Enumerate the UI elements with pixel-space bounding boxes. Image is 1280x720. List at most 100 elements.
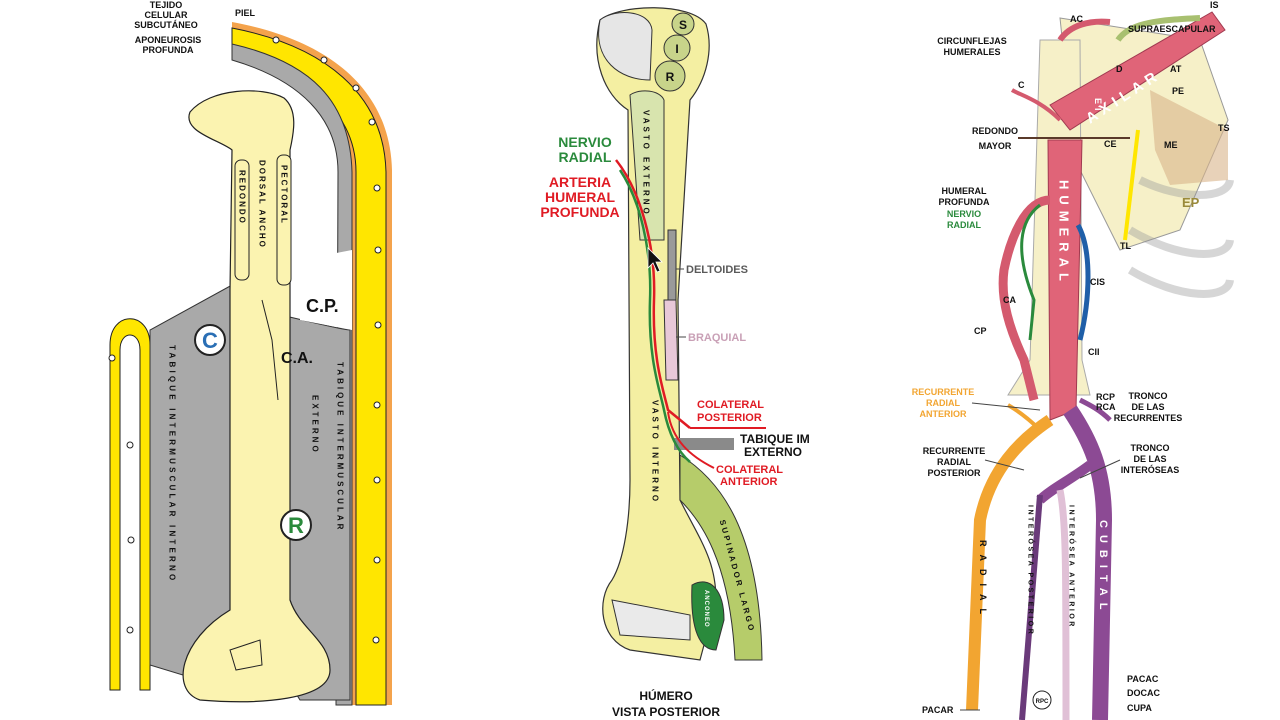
circunflex-branch	[1010, 88, 1062, 122]
rec-rad-ant-leader	[971, 402, 1041, 411]
left-fat-strip	[109, 318, 151, 691]
ei-vtext: EI	[1093, 98, 1103, 115]
panel-left-arm-section: C R TEJIDO CELULAR SUBCUTÁNEO PIEL APONE…	[108, 0, 392, 706]
panel-middle-humerus: S I R NERVIO RADIAL ARTERIA HUMERAL PROF…	[540, 7, 810, 719]
cp-right-label: CP	[974, 326, 987, 336]
me-region	[1150, 90, 1228, 185]
rca-label: RCA	[1096, 402, 1116, 412]
pacac-label: PACAC	[1127, 674, 1159, 684]
pacar-label: PACAR	[922, 705, 954, 715]
ac-label: AC	[1070, 14, 1083, 24]
tronco-int-label-2: DE LAS	[1133, 454, 1166, 464]
tl-nerve	[1123, 129, 1140, 241]
humeral-prof-label-2: PROFUNDA	[939, 197, 990, 207]
cupa-label: CUPA	[1127, 703, 1152, 713]
nervio-right-label-2: RADIAL	[947, 220, 981, 230]
r-circle	[654, 60, 686, 92]
braquial-strip	[663, 299, 679, 381]
cp-white-area	[300, 250, 352, 330]
ancoeno-muscle	[691, 581, 725, 651]
rec-rad-post-label-3: POSTERIOR	[927, 468, 981, 478]
panel-right-arteries: AC SUPRAESCAPULAR IS CIRCUNFLEJAS HUMERA…	[912, 0, 1234, 720]
rpc-circle	[1032, 690, 1052, 710]
supraescapular-label: SUPRAESCAPULAR	[1128, 24, 1216, 34]
cii-label: CII	[1088, 347, 1100, 357]
tejido-label-3: SUBCUTÁNEO	[134, 20, 198, 30]
tabique-ext-vtext: TABIQUE INTERMUSCULAR	[336, 362, 345, 532]
rec-rad-ant-label-3: ANTERIOR	[920, 409, 968, 419]
i-circle	[663, 34, 691, 62]
colateral-ant-label-1: COLATERAL	[716, 464, 783, 476]
docac-label: DOCAC	[1127, 688, 1160, 698]
vasto-ext-vtext: VASTO EXTERNO	[642, 110, 651, 217]
tabique-label-1: TABIQUE IM	[740, 432, 810, 446]
pectoral-strip	[276, 154, 292, 286]
i-letter: I	[675, 42, 678, 56]
ca-label: C.A.	[281, 350, 313, 367]
is-label: IS	[1210, 0, 1219, 10]
piel-label: PIEL	[235, 8, 256, 18]
externo-vtext: EXTERNO	[311, 395, 320, 455]
circle-c	[194, 324, 226, 356]
pe-label: PE	[1172, 86, 1184, 96]
tejido-label-1: TEJIDO	[150, 0, 183, 10]
nervio-right-label-1: NERVIO	[947, 209, 981, 219]
ep-label: EP	[1182, 195, 1200, 210]
rib-3	[1127, 266, 1234, 298]
left-fat-dots	[108, 354, 135, 634]
redondo-label-2: MAYOR	[979, 141, 1012, 151]
cp-label: C.P.	[306, 296, 339, 316]
fat-dots	[272, 36, 382, 644]
bone-fragment	[229, 639, 263, 671]
humeral-vtext: HUMERAL	[1057, 180, 1072, 287]
tabique-label-2: EXTERNO	[744, 445, 802, 459]
pectoral-vtext: PECTORAL	[280, 165, 289, 225]
tejido-label-2: CELULAR	[145, 10, 188, 20]
tronco-rec-label-3: RECURRENTES	[1114, 413, 1183, 423]
tabique-bar	[674, 438, 734, 450]
cis-vein	[1075, 223, 1091, 341]
redondo-vtext: REDONDO	[238, 170, 247, 225]
deep-humeral-branch	[998, 195, 1051, 402]
inter-ant-vtext: INTERÓSEA ANTERIOR	[1068, 505, 1077, 629]
colateral-ant-label-2: ANTERIOR	[720, 476, 778, 488]
me-label: ME	[1164, 140, 1178, 150]
braquial-label: BRAQUIAL	[688, 332, 746, 344]
vasto-int-vtext: VASTO INTERNO	[651, 400, 660, 504]
radial-vtext: RADIAL	[978, 540, 988, 622]
tronco-rec-label-1: TRONCO	[1129, 391, 1168, 401]
ac-branch	[1057, 18, 1111, 42]
deltoid-strip	[667, 229, 677, 301]
cursor-arrow-icon	[647, 247, 663, 273]
supraescapular-branch	[1115, 15, 1201, 42]
at-label: AT	[1170, 64, 1182, 74]
inter-post-vtext: INTERÓSEA POSTERIOR	[1027, 505, 1036, 636]
humerus-bone	[182, 90, 331, 703]
ce-label: CE	[1104, 139, 1117, 149]
tabique-int-vtext: TABIQUE INTERMUSCULAR INTERNO	[168, 345, 177, 583]
humeral-head	[598, 12, 653, 81]
circle-r	[280, 509, 312, 541]
rec-rad-post-leader	[984, 459, 1025, 471]
circunflejas-label-1: CIRCUNFLEJAS	[937, 36, 1007, 46]
axillary-artery	[1049, 11, 1226, 131]
rib-1	[1138, 176, 1234, 199]
c-label: C	[1018, 80, 1025, 90]
cubital-vtext: CUBITAL	[1097, 520, 1109, 616]
d-label: D	[1116, 64, 1123, 74]
aponeurosis-label-1: APONEUROSIS	[135, 35, 202, 45]
rec-rad-post-label-1: RECURRENTE	[923, 446, 986, 456]
r-letter: R	[666, 70, 675, 84]
circunflejas-label-2: HUMERALES	[943, 47, 1000, 57]
tl-label: TL	[1120, 241, 1131, 251]
humeral-prof-label-1: HUMERAL	[942, 186, 987, 196]
colateral-post-label-1: COLATERAL	[697, 399, 764, 411]
nervio-label-2: RADIAL	[559, 149, 612, 165]
ancoeno-vtext: ANCONEO	[703, 590, 709, 628]
circle-r-label: R	[288, 513, 304, 538]
bone-crack	[261, 299, 279, 401]
rcp-label: RCP	[1096, 392, 1115, 402]
recurrentes-trunk	[1078, 397, 1112, 422]
nervio-label-1: NERVIO	[558, 134, 612, 150]
